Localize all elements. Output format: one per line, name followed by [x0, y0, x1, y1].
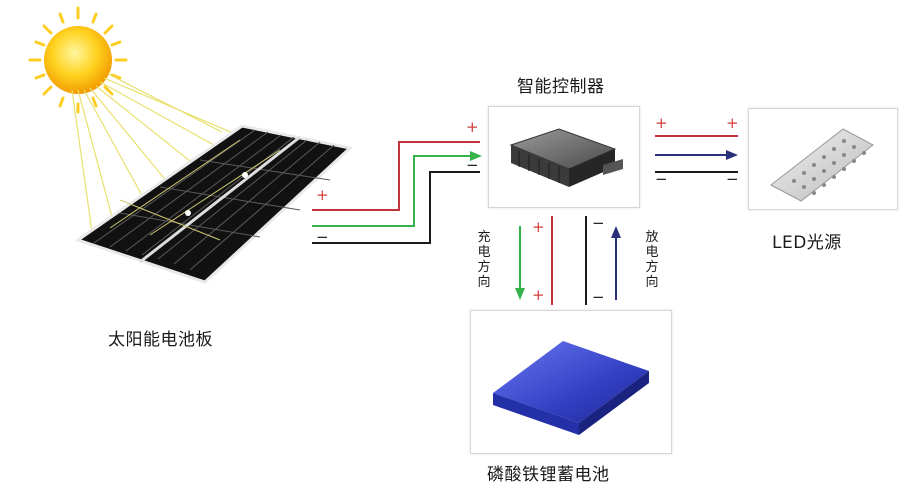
- led-light-image: [770, 128, 874, 202]
- solar-panel-image: [74, 124, 354, 284]
- controller-in-negative-sign: −: [466, 156, 479, 174]
- led-out-positive-sign-right: +: [726, 114, 739, 132]
- controller-label: 智能控制器: [517, 77, 605, 97]
- battery-image: [493, 341, 649, 435]
- panel-negative-sign: −: [316, 228, 329, 246]
- battery-negative-sign-bottom: −: [592, 288, 605, 306]
- solar-panel-label: 太阳能电池板: [108, 330, 213, 350]
- controller-battery-wires: [515, 216, 621, 305]
- led-out-negative-sign-right: −: [726, 170, 739, 188]
- controller-in-positive-sign: +: [466, 118, 479, 136]
- controller-device-image: [509, 128, 623, 187]
- battery-positive-sign-top: +: [532, 218, 545, 236]
- led-out-positive-sign-left: +: [655, 114, 668, 132]
- panel-positive-sign: +: [316, 186, 329, 204]
- battery-label: 磷酸铁锂蓄电池: [487, 465, 610, 485]
- battery-positive-sign-bottom: +: [532, 286, 545, 304]
- led-out-negative-sign-left: −: [655, 170, 668, 188]
- discharge-direction-label: 放电方向: [645, 230, 659, 290]
- charge-direction-label: 充电方向: [477, 230, 491, 290]
- led-label: LED光源: [772, 233, 842, 253]
- panel-to-controller-wires: [312, 141, 482, 244]
- controller-to-led-wires: [655, 135, 738, 173]
- battery-box: [470, 310, 672, 454]
- controller-box: [488, 106, 640, 208]
- led-box: [748, 108, 898, 210]
- battery-negative-sign-top: −: [592, 214, 605, 232]
- sun-icon: [28, 6, 128, 114]
